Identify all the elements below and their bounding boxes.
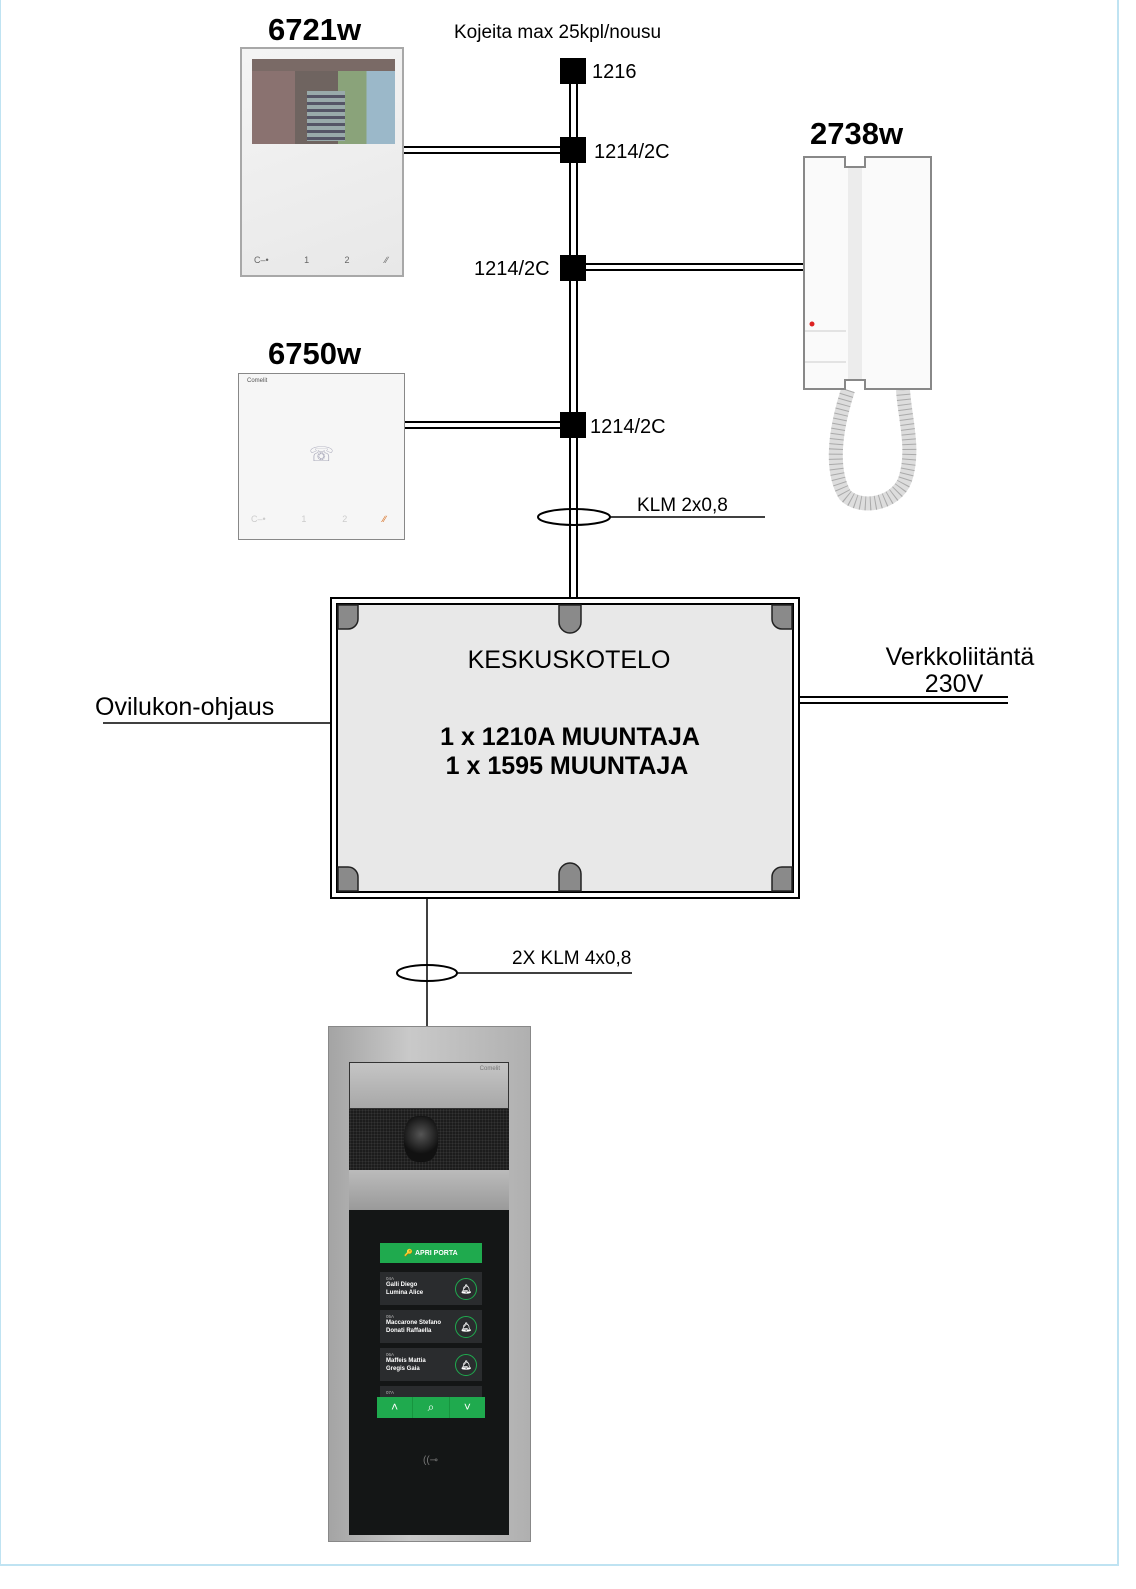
resident-name: Maffeis Mattia: [386, 1358, 426, 1364]
connector-label: 1214/2C: [594, 141, 670, 163]
door-lock-control-label: Ovilukon-ohjaus: [95, 693, 274, 721]
connector-1214-2c: [560, 137, 586, 163]
connector-1214-2c: [560, 412, 586, 438]
panel-mid-strip: [349, 1170, 509, 1210]
door-cable-label: 2X KLM 4x0,8: [512, 948, 631, 969]
status-led: [809, 321, 815, 327]
button-2[interactable]: 2: [344, 255, 350, 265]
resident-name: Galli Diego: [386, 1282, 418, 1288]
central-box: KESKUSKOTELO 1 x 1210A MUUNTAJA 1 x 1595…: [330, 597, 800, 899]
monitor-6750w: Comelit ☏ C‒• 1 2 ∕∕: [238, 373, 405, 540]
scroll-down-button[interactable]: ˅: [463, 1400, 471, 1414]
mute-button[interactable]: ∕∕: [382, 514, 386, 524]
resident-name: Donati Raffaella: [386, 1328, 432, 1334]
box-line-2: 1 x 1595 MUUNTAJA: [446, 752, 689, 780]
cable-bundle-marker: [396, 964, 458, 982]
model-6750w: 6750w: [268, 336, 362, 371]
mains-label: Verkkoliitäntä: [886, 643, 1035, 671]
image-border: [0, 0, 1119, 1566]
monitor-6721w: C‒• 1 2 ∕∕: [240, 47, 404, 277]
box-line-1: 1 x 1210A MUUNTAJA: [440, 723, 700, 751]
button-1[interactable]: 1: [301, 514, 307, 524]
cable-bundle-marker: [537, 508, 611, 526]
mute-button[interactable]: ∕∕: [384, 255, 388, 265]
apartment-number: 06A: [386, 1352, 395, 1357]
button-1[interactable]: 1: [304, 255, 310, 265]
camera-icon: [404, 1116, 438, 1162]
connector-label: 1214/2C: [474, 258, 550, 280]
resident-name: Maccarone Stefano: [386, 1320, 442, 1326]
handset-2738w: [803, 156, 932, 511]
model-6721w: 6721w: [268, 12, 362, 47]
camera-grille: [349, 1109, 509, 1170]
riser-cable-label: KLM 2x0,8: [637, 495, 728, 516]
phone-icon: ☏: [309, 444, 335, 466]
nfc-icon: ((⊸: [423, 1455, 439, 1466]
open-door-label: APRI PORTA: [415, 1249, 458, 1257]
max-devices-note: Kojeita max 25kpl/nousu: [454, 22, 661, 43]
connector-1214-2c: [560, 255, 586, 281]
brand-logo: Comelit: [247, 378, 268, 384]
model-2738w: 2738w: [810, 116, 904, 151]
resident-name: Lumina Alice: [386, 1290, 424, 1296]
scroll-up-button[interactable]: ˄: [377, 1397, 414, 1418]
connector-1216: [560, 58, 586, 84]
key-button[interactable]: C‒•: [251, 514, 266, 524]
open-door-button[interactable]: 🔑 APRI PORTA: [380, 1243, 482, 1263]
video-screen: [252, 59, 395, 144]
bell-icon[interactable]: 🔔︎: [455, 1316, 477, 1338]
resident-name: Gregis Gaia: [386, 1366, 420, 1372]
bell-icon[interactable]: 🔔︎: [455, 1354, 477, 1376]
apartment-number: 05A: [386, 1314, 395, 1319]
resident-entry[interactable]: 07A: [380, 1386, 482, 1398]
connector-label: 1214/2C: [590, 416, 666, 438]
connector-label: 1216: [592, 61, 637, 83]
navigation-bar: ˄ ⌕ ˅: [377, 1397, 485, 1418]
box-corner-mount: [337, 604, 793, 892]
key-button[interactable]: C‒•: [254, 255, 269, 265]
search-button[interactable]: ⌕: [413, 1397, 450, 1418]
button-2[interactable]: 2: [342, 514, 348, 524]
brand-logo: Comelit: [479, 1066, 500, 1072]
apartment-number: 07A: [386, 1390, 395, 1395]
box-title: KESKUSKOTELO: [468, 646, 671, 674]
bell-icon[interactable]: 🔔︎: [455, 1278, 477, 1300]
apartment-number: 04A: [386, 1276, 395, 1281]
voltage-label: 230V: [925, 670, 984, 698]
panel-top-module: Comelit: [349, 1062, 509, 1109]
